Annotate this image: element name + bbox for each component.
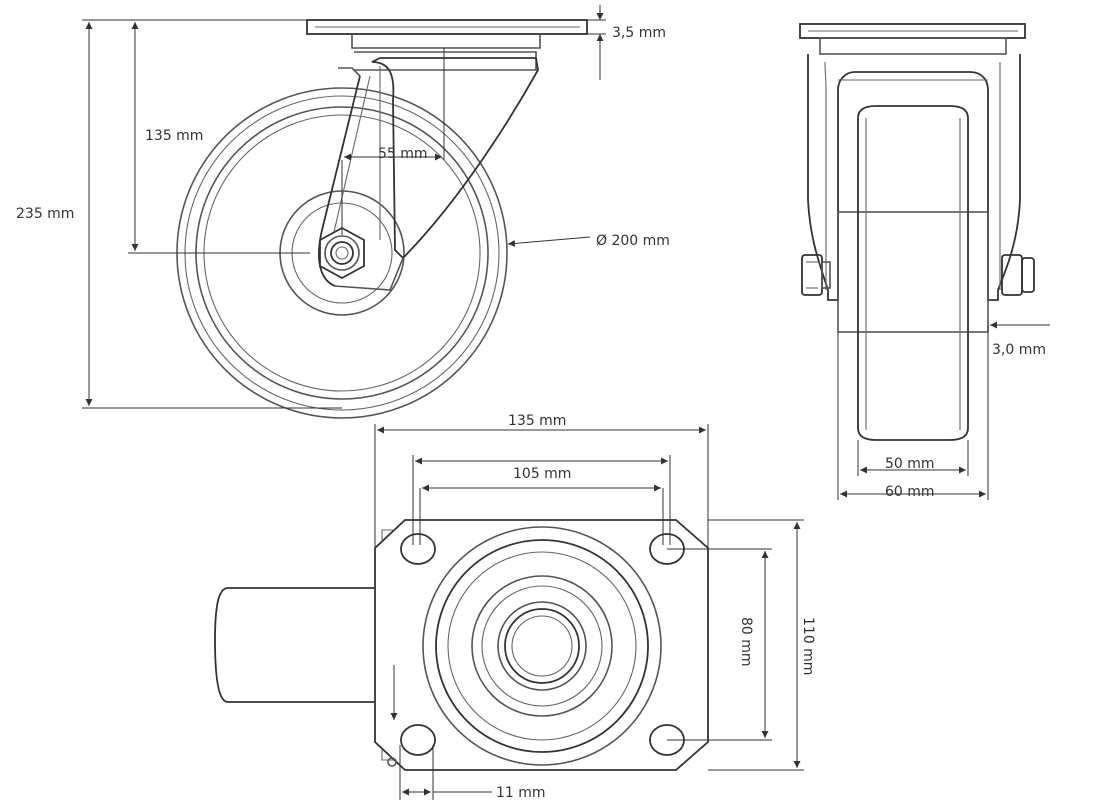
dim-hole-diameter: 11 mm	[390, 665, 546, 801]
dim-height-to-axle: 135 mm	[128, 22, 310, 254]
dim-plate-length: 135 mm	[374, 413, 709, 548]
dim-offset-label: 55 mm	[378, 146, 428, 162]
side-view-top-plate	[306, 19, 588, 77]
dim-plate-width-label: 110 mm	[800, 617, 816, 675]
dim-fork-width-label: 60 mm	[885, 484, 935, 500]
front-view-axle	[801, 254, 1035, 296]
dim-hole-spacing-length: 105 mm	[412, 455, 671, 545]
dim-plate-length-label: 135 mm	[508, 413, 566, 429]
dim-wheel-diameter-label: Ø 200 mm	[596, 233, 670, 249]
front-view-wheel	[837, 105, 989, 441]
dim-hole-spacing-width-label: 80 mm	[738, 617, 754, 667]
top-view-mounting-holes	[400, 533, 685, 756]
dim-hole-spacing-length-label: 105 mm	[513, 466, 571, 482]
dim-total-height: 235 mm	[16, 19, 342, 409]
side-view-axle-nut	[319, 226, 365, 280]
dim-wheel-width-label: 50 mm	[885, 456, 935, 472]
front-view: 3,0 mm 50 mm 60 mm	[799, 23, 1050, 500]
dim-total-height-label: 235 mm	[16, 206, 74, 222]
dim-plate-thickness: 3,5 mm	[587, 5, 666, 80]
front-view-top-plate	[799, 23, 1026, 55]
top-view-wheel-profile	[214, 587, 375, 703]
dim-plate-thickness-label: 3,5 mm	[612, 25, 666, 41]
front-view-fork	[807, 54, 1021, 301]
top-view: 135 mm 105 mm 80 mm 110 mm	[214, 413, 816, 801]
dim-axle-gap-label: 3,0 mm	[992, 342, 1046, 358]
dim-hole-diameter-label: 11 mm	[496, 785, 546, 801]
side-view-fork	[318, 48, 539, 291]
top-view-kingpin	[422, 526, 662, 766]
dim-axle-gap: 3,0 mm	[987, 321, 1050, 358]
dim-offset: 55 mm	[341, 146, 442, 235]
side-view: 235 mm 135 mm 55 mm 3,5 mm Ø 200 mm	[16, 5, 670, 419]
top-view-plate	[374, 519, 709, 771]
dim-wheel-width: 50 mm	[857, 440, 969, 476]
dim-hole-spacing-width: 80 mm	[667, 548, 772, 741]
dim-plate-width: 110 mm	[708, 519, 816, 771]
dim-fork-width: 60 mm	[837, 332, 989, 500]
dim-wheel-diameter: Ø 200 mm	[507, 233, 670, 249]
dim-height-to-axle-label: 135 mm	[145, 128, 203, 144]
